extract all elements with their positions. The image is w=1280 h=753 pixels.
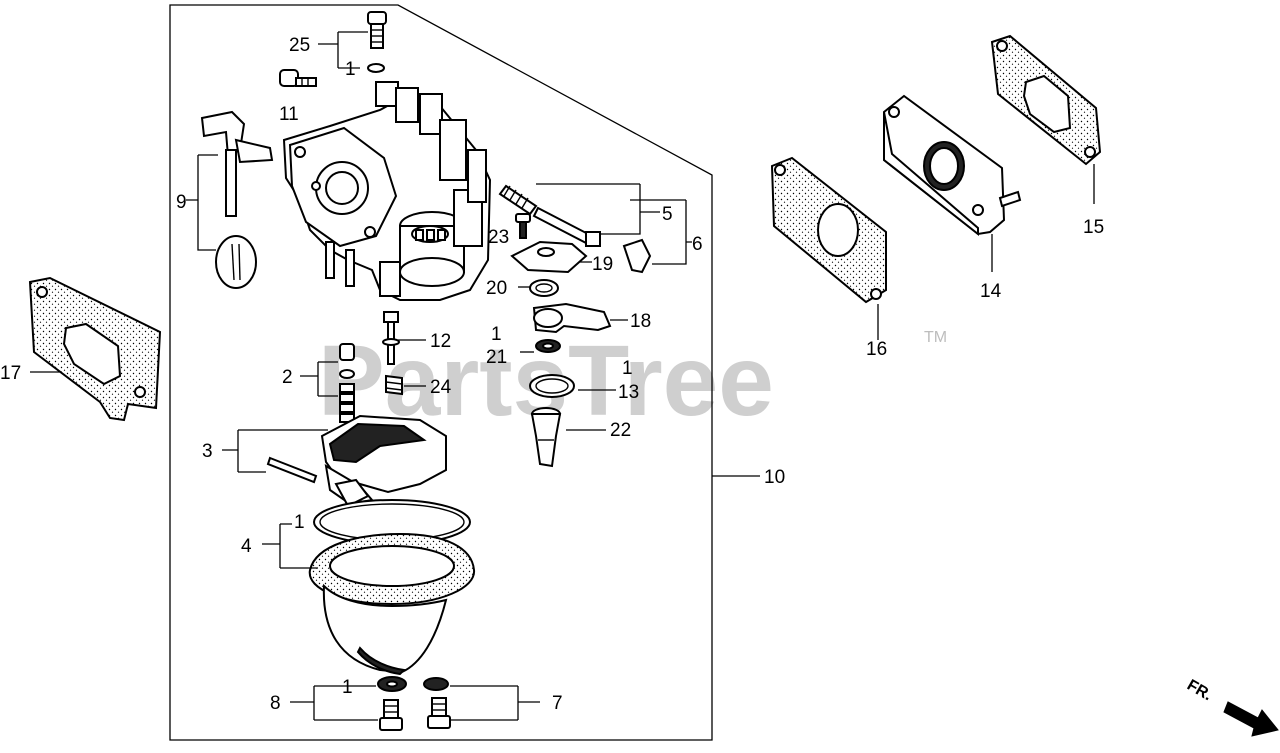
callout-1-4: 1 — [294, 512, 305, 533]
part-12-needle[interactable] — [382, 311, 400, 365]
callout-2: 2 — [282, 367, 293, 388]
callout-23: 23 — [488, 227, 509, 248]
leader-5-6-19 — [536, 183, 692, 265]
callout-14: 14 — [980, 281, 1002, 302]
callout-15: 15 — [1083, 217, 1104, 238]
part-20-seal-inner — [535, 283, 553, 293]
part-17-gasket[interactable] — [28, 276, 162, 422]
callout-5: 5 — [662, 204, 673, 225]
callout-25: 25 — [289, 35, 310, 56]
part-24-spring[interactable] — [385, 374, 403, 396]
part-20-seal[interactable] — [529, 279, 559, 297]
part-14-spacer[interactable] — [883, 94, 1022, 237]
part-4-float-bowl[interactable] — [308, 532, 476, 676]
callout-6: 6 — [692, 234, 703, 255]
callout-10: 10 — [764, 467, 785, 488]
callout-1-13: 1 — [622, 358, 633, 379]
part-25-screw[interactable] — [367, 11, 387, 49]
callout-20: 20 — [486, 278, 507, 299]
callout-4: 4 — [241, 536, 252, 557]
carburetor-body[interactable] — [282, 81, 492, 301]
part-18-pivot — [533, 308, 563, 328]
part-11-screw[interactable] — [279, 69, 317, 87]
callout-1-8: 1 — [342, 677, 353, 698]
part-1-oring-top[interactable] — [367, 63, 385, 73]
front-direction-label: FR. — [1184, 677, 1215, 705]
leader-7 — [450, 685, 540, 721]
callout-8: 8 — [270, 693, 281, 714]
callout-24: 24 — [430, 377, 452, 398]
part-15-gasket[interactable] — [990, 34, 1102, 166]
part-2-screw-spring[interactable] — [339, 343, 355, 423]
watermark-trademark: TM — [924, 329, 947, 346]
callout-9: 9 — [176, 192, 187, 213]
part-3-pin[interactable] — [266, 456, 318, 484]
part-22-jet[interactable] — [530, 407, 562, 468]
assembly-boundary — [169, 4, 713, 741]
part-21-washer-hole — [542, 342, 554, 350]
leader-2 — [300, 361, 338, 397]
part-6-knob[interactable] — [622, 238, 652, 274]
front-arrow-icon — [1223, 701, 1279, 737]
part-19-screw-hole — [537, 247, 555, 257]
callout-13: 13 — [618, 382, 639, 403]
part-13-oring-inner — [535, 378, 569, 394]
leader-3 — [222, 429, 328, 473]
leader-8 — [290, 685, 378, 721]
callout-3: 3 — [202, 441, 213, 462]
part-23-screw[interactable] — [515, 213, 531, 239]
callout-1-21: 1 — [491, 324, 502, 345]
part-1-drain-washer-hole — [386, 680, 398, 688]
callout-7: 7 — [552, 693, 563, 714]
leader-25 — [318, 31, 368, 69]
part-9-choke[interactable] — [200, 110, 274, 289]
leader-4 — [262, 523, 318, 569]
part-3-float[interactable] — [320, 414, 447, 508]
callout-19: 19 — [592, 254, 613, 275]
callout-22: 22 — [610, 420, 631, 441]
leader-9 — [186, 154, 218, 251]
part-5-needle[interactable] — [498, 184, 601, 247]
callout-12: 12 — [430, 331, 451, 352]
front-direction-indicator: FR. — [1184, 677, 1279, 737]
part-8-drain-bolt[interactable] — [379, 699, 403, 731]
callout-17: 17 — [0, 363, 21, 384]
callout-18: 18 — [630, 311, 651, 332]
part-7-washer[interactable] — [423, 677, 449, 691]
part-7-drain-bolt[interactable] — [427, 697, 451, 729]
part-19-cover[interactable] — [510, 240, 588, 274]
part-16-gasket[interactable] — [770, 156, 887, 304]
callout-11: 11 — [279, 104, 299, 125]
callout-16: 16 — [866, 339, 887, 360]
callout-21: 21 — [486, 347, 507, 368]
callout-1-top: 1 — [345, 59, 356, 80]
